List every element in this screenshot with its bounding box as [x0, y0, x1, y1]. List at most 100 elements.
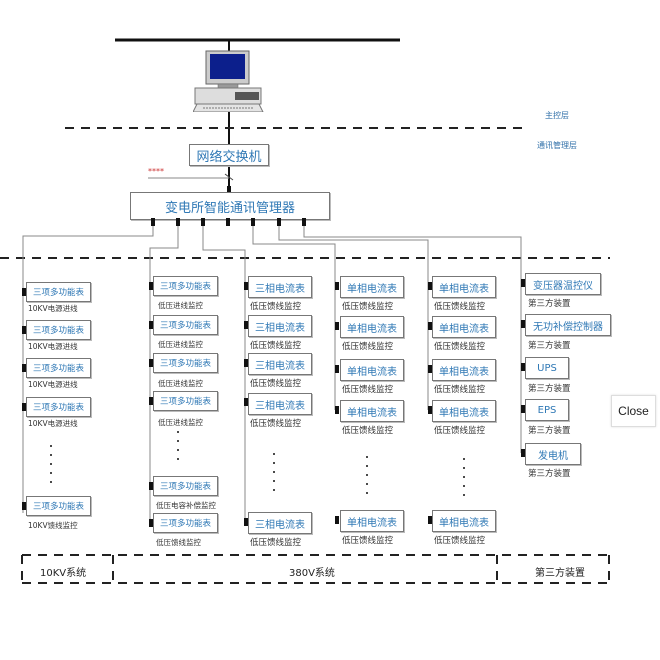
device-port — [335, 365, 339, 373]
device-box: 三项多功能表 — [26, 320, 91, 340]
device-desc: 低压馈线监控 — [342, 426, 394, 436]
device-port — [22, 288, 26, 296]
device-box: 三项多功能表 — [26, 397, 91, 417]
manager-port-2 — [176, 218, 180, 226]
device-box: 三项多功能表 — [26, 496, 91, 516]
device-port — [521, 449, 525, 457]
device-port — [521, 279, 525, 287]
network-switch-box: 网络交换机 — [189, 144, 269, 166]
device-box: 单相电流表 — [432, 316, 496, 338]
device-desc: 第三方装置 — [528, 426, 571, 436]
device-desc: 低压馈线监控 — [434, 536, 486, 546]
device-box: 单相电流表 — [340, 276, 404, 298]
device-box: 三项多功能表 — [153, 353, 218, 373]
device-box: 三相电流表 — [248, 353, 312, 375]
device-port — [244, 359, 248, 367]
device-box: 三项多功能表 — [153, 276, 218, 296]
device-desc: 低压馈线监控 — [156, 538, 201, 547]
device-desc: 10KV电源进线 — [28, 342, 78, 351]
device-box: 单相电流表 — [340, 400, 404, 422]
device-desc: 低压馈线监控 — [342, 342, 394, 352]
continuation-dots — [462, 458, 466, 503]
manager-input-port — [227, 186, 231, 194]
device-box: EPS — [525, 399, 569, 421]
layer-label-comm-management: 通讯管理层 — [537, 141, 577, 150]
device-box: 单相电流表 — [340, 316, 404, 338]
device-desc: 低压馈线监控 — [342, 536, 394, 546]
device-box: 三相电流表 — [248, 512, 312, 534]
device-desc: 低压电容补偿监控 — [156, 501, 216, 510]
device-desc: 低压馈线监控 — [434, 302, 486, 312]
device-port — [149, 519, 153, 527]
continuation-dots — [176, 431, 180, 467]
device-box: 三项多功能表 — [153, 315, 218, 335]
annotation-marker: **** — [148, 167, 164, 176]
device-port — [244, 518, 248, 526]
continuation-dots — [49, 445, 53, 490]
device-desc: 低压馈线监控 — [250, 302, 302, 312]
device-box: UPS — [525, 357, 569, 379]
device-port — [521, 320, 525, 328]
device-port — [149, 321, 153, 329]
device-desc: 低压进线监控 — [158, 379, 203, 388]
manager-port-7 — [302, 218, 306, 226]
computer-workstation-icon — [192, 50, 265, 113]
device-port — [149, 359, 153, 367]
device-port — [244, 321, 248, 329]
device-desc: 低压馈线监控 — [434, 342, 486, 352]
manager-port-3 — [201, 218, 205, 226]
system-label-third-party: 第三方装置 — [535, 568, 585, 579]
device-port — [22, 502, 26, 510]
device-desc: 低压馈线监控 — [250, 379, 302, 389]
device-port — [428, 516, 432, 524]
device-port — [428, 322, 432, 330]
device-port — [428, 365, 432, 373]
device-desc: 10KV电源进线 — [28, 304, 78, 313]
manager-port-4 — [226, 218, 230, 226]
device-port — [244, 398, 248, 406]
device-port — [149, 482, 153, 490]
device-box: 三项多功能表 — [153, 476, 218, 496]
device-port — [149, 397, 153, 405]
manager-port-5 — [251, 218, 255, 226]
device-port — [22, 326, 26, 334]
device-desc: 第三方装置 — [528, 341, 571, 351]
device-port — [521, 405, 525, 413]
device-desc: 低压馈线监控 — [434, 385, 486, 395]
device-desc: 低压馈线监控 — [250, 419, 302, 429]
device-desc: 低压馈线监控 — [342, 385, 394, 395]
device-desc: 低压进线监控 — [158, 301, 203, 310]
device-desc: 低压进线监控 — [158, 418, 203, 427]
device-box: 三项多功能表 — [153, 513, 218, 533]
device-box: 单相电流表 — [432, 359, 496, 381]
device-port — [428, 406, 432, 414]
comm-manager-box: 变电所智能通讯管理器 — [130, 192, 330, 220]
device-port — [335, 282, 339, 290]
device-box: 三项多功能表 — [26, 358, 91, 378]
device-desc: 10KV电源进线 — [28, 380, 78, 389]
device-box: 单相电流表 — [432, 400, 496, 422]
device-port — [335, 322, 339, 330]
device-port — [149, 282, 153, 290]
device-box: 单相电流表 — [340, 359, 404, 381]
device-port — [428, 282, 432, 290]
device-desc: 10KV馈线监控 — [28, 521, 78, 530]
close-button[interactable]: Close — [611, 395, 656, 427]
device-desc: 低压馈线监控 — [250, 538, 302, 548]
device-desc: 10KV电源进线 — [28, 419, 78, 428]
device-box: 单相电流表 — [432, 510, 496, 532]
continuation-dots — [365, 456, 369, 501]
device-box: 三相电流表 — [248, 276, 312, 298]
device-desc: 第三方装置 — [528, 299, 571, 309]
device-port — [335, 406, 339, 414]
device-desc: 低压馈线监控 — [250, 341, 302, 351]
device-desc: 第三方装置 — [528, 469, 571, 479]
device-desc: 低压馈线监控 — [434, 426, 486, 436]
continuation-dots — [272, 453, 276, 498]
device-desc: 低压进线监控 — [158, 340, 203, 349]
device-port — [335, 516, 339, 524]
device-box: 三项多功能表 — [26, 282, 91, 302]
device-port — [244, 282, 248, 290]
device-box: 三相电流表 — [248, 393, 312, 415]
